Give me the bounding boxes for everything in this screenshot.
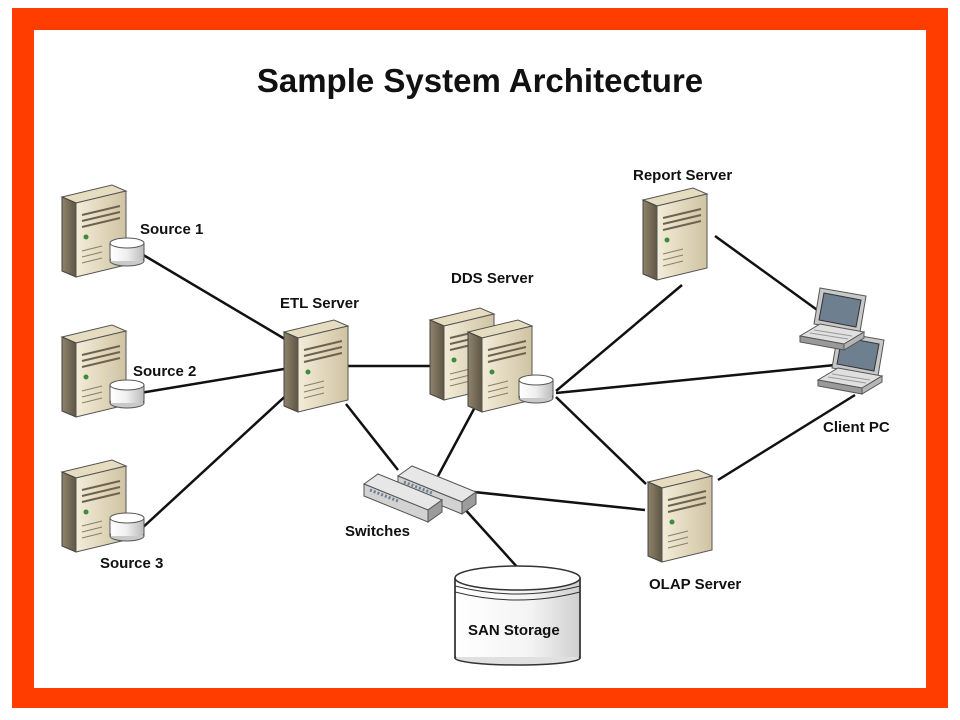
label-client: Client PC <box>823 419 890 436</box>
link-dds-client <box>555 363 836 395</box>
label-switches: Switches <box>345 523 410 540</box>
source1-disk-icon <box>109 237 145 267</box>
frame-border-bottom <box>12 688 948 708</box>
link-report-client <box>714 234 821 314</box>
label-source1: Source 1 <box>140 221 203 238</box>
source3-disk-icon <box>109 512 145 542</box>
label-san: SAN Storage <box>468 622 560 639</box>
link-dds-report <box>555 284 683 392</box>
client-laptop-front-icon <box>799 287 867 351</box>
frame-border-right <box>926 8 948 708</box>
label-olap: OLAP Server <box>649 576 741 593</box>
dds-disk-icon <box>518 374 554 404</box>
link-source3-etl <box>139 389 293 531</box>
link-switches-olap <box>454 488 646 512</box>
source2-disk-icon <box>109 379 145 409</box>
link-etl-switches <box>345 403 399 471</box>
etl-server-icon <box>283 319 349 413</box>
label-etl: ETL Server <box>280 295 359 312</box>
label-dds: DDS Server <box>451 270 534 287</box>
frame-border-left <box>12 8 34 708</box>
link-dds-olap <box>555 396 647 485</box>
olap-server-icon <box>647 469 713 563</box>
link-source2-etl <box>139 366 291 395</box>
link-source1-etl <box>139 251 301 350</box>
frame-border-top <box>12 8 948 30</box>
label-report: Report Server <box>633 167 732 184</box>
san-storage-icon <box>454 565 581 666</box>
link-switches-san <box>461 505 519 569</box>
label-source2: Source 2 <box>133 363 196 380</box>
link-olap-client <box>717 393 856 482</box>
report-server-icon <box>642 187 708 281</box>
label-source3: Source 3 <box>100 555 163 572</box>
diagram-title: Sample System Architecture <box>256 62 704 99</box>
